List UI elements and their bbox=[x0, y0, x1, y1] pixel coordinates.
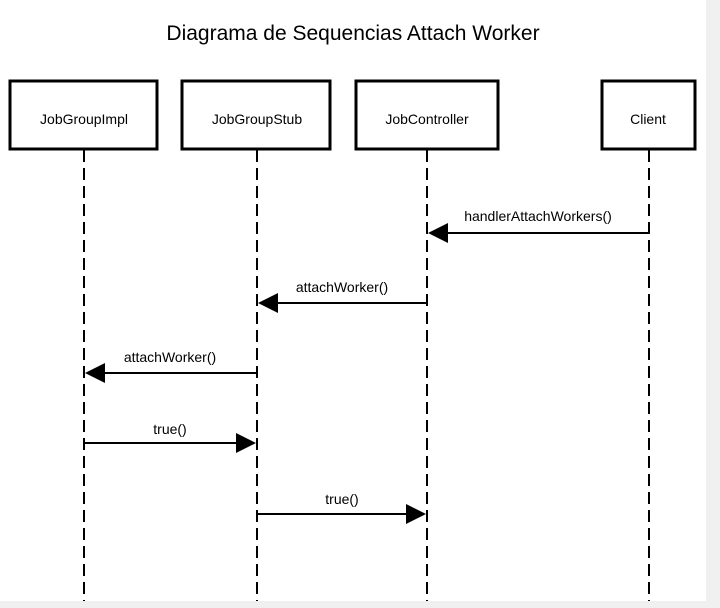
message-arrowhead bbox=[428, 223, 448, 243]
participant-box bbox=[354, 79, 500, 151]
message-label: attachWorker() bbox=[124, 349, 216, 365]
message-arrowhead bbox=[236, 433, 256, 453]
participant-box bbox=[600, 79, 697, 151]
participant-box bbox=[8, 79, 159, 151]
sequence-diagram: Diagrama de Sequencias Attach Worker Job… bbox=[8, 22, 697, 601]
message-label: true() bbox=[153, 421, 186, 437]
participant-label: Client bbox=[630, 111, 666, 127]
message-true-to-stub: true() bbox=[84, 421, 256, 453]
participant-label: JobGroupImpl bbox=[40, 111, 128, 127]
message-attach-worker-to-impl: attachWorker() bbox=[85, 349, 257, 383]
diagram-canvas: Diagrama de Sequencias Attach Worker Job… bbox=[0, 0, 706, 601]
message-label: attachWorker() bbox=[296, 279, 388, 295]
participant-label: JobGroupStub bbox=[212, 111, 302, 127]
participant-jobgroupstub: JobGroupStub bbox=[180, 79, 332, 151]
participant-client: Client bbox=[600, 79, 697, 151]
message-arrowhead bbox=[258, 293, 278, 313]
participant-label: JobController bbox=[385, 111, 469, 127]
diagram-title: Diagrama de Sequencias Attach Worker bbox=[166, 22, 539, 45]
message-true-to-controller: true() bbox=[257, 491, 426, 524]
message-attach-worker-to-stub: attachWorker() bbox=[258, 279, 427, 313]
participant-box bbox=[180, 79, 332, 151]
message-label: handlerAttachWorkers() bbox=[464, 208, 612, 224]
message-arrowhead bbox=[85, 363, 105, 383]
message-arrowhead bbox=[406, 504, 426, 524]
participant-jobcontroller: JobController bbox=[354, 79, 500, 151]
message-label: true() bbox=[325, 491, 358, 507]
message-handler-attach-workers: handlerAttachWorkers() bbox=[428, 208, 649, 243]
participant-jobgroupimpl: JobGroupImpl bbox=[8, 79, 159, 151]
